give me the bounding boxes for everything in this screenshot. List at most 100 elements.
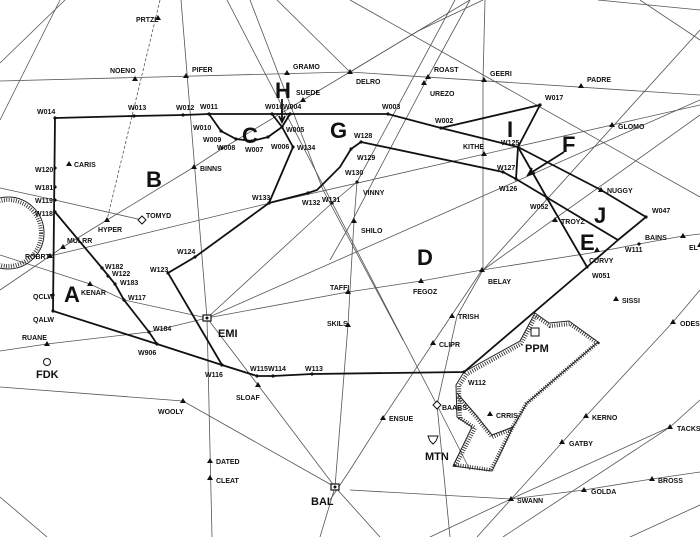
waypoint-dot-icon <box>306 191 310 195</box>
waypoint-dot-icon <box>155 342 159 346</box>
fix-label-baabs: BAABS <box>442 405 467 412</box>
fix-triangle-icon <box>581 487 587 492</box>
airway-line <box>329 269 483 501</box>
fix-triangle-icon <box>481 77 487 82</box>
waypoint-dot-icon <box>53 116 57 120</box>
airway-line <box>349 0 700 198</box>
fix-label-gramo: GRAMO <box>293 64 320 71</box>
waypoint-label-w114: W114 <box>268 366 286 373</box>
fix-triangle-icon <box>559 439 565 444</box>
waypoint-dot-icon <box>267 201 271 205</box>
waypoint-dot-icon <box>271 374 275 378</box>
waypoint-label-w129: W129 <box>357 155 375 162</box>
waypoint-dot-icon <box>462 370 466 374</box>
fix-label-delro: DELRO <box>356 79 381 86</box>
waypoint-dot-icon <box>266 135 270 139</box>
waypoint-diamond-icon <box>432 400 442 410</box>
waypoint-dot-icon <box>644 215 648 219</box>
fix-triangle-icon <box>104 217 110 222</box>
waypoint-dot-icon <box>113 282 117 286</box>
waypoint-label-w123: W123 <box>150 267 168 274</box>
waypoint-dot-icon <box>280 125 284 129</box>
navaid-label-mtn: MTN <box>425 451 449 463</box>
waypoint-dot-icon <box>219 129 223 133</box>
airway-line <box>329 76 429 261</box>
waypoint-label-w131: W131 <box>322 197 340 204</box>
waypoint-label-w124: W124 <box>177 249 195 256</box>
fix-triangle-icon <box>613 296 619 301</box>
waypoint-dot-icon <box>255 374 259 378</box>
waypoint-label-w017: W017 <box>545 95 563 102</box>
waypoint-dot-icon <box>53 198 57 202</box>
sector-label-e: E <box>580 230 595 255</box>
airway-line <box>206 233 700 319</box>
fix-triangle-icon <box>594 247 600 252</box>
fix-triangle-icon <box>487 411 493 416</box>
airway-line <box>349 471 700 500</box>
waypoint-dot-icon <box>545 196 549 200</box>
fix-label-skils: SKILS <box>327 321 348 328</box>
navaid-label-bal: BAL <box>311 496 334 508</box>
fix-label-tomyd: TOMYD <box>146 213 171 220</box>
dashed-airway <box>106 0 161 221</box>
airway-line <box>427 0 471 78</box>
waypoint-label-w115: W115 <box>250 366 268 373</box>
vortac-center-icon <box>205 316 209 320</box>
waypoint-label-w006: W006 <box>271 144 289 151</box>
waypoint-label-w133: W133 <box>252 195 270 202</box>
sector-label-f: F <box>562 132 575 157</box>
waypoint-label-w008: W008 <box>217 145 235 152</box>
fix-label-belay: BELAY <box>488 279 511 286</box>
vortac-center-icon <box>333 485 337 489</box>
fix-triangle-icon <box>345 289 351 294</box>
waypoint-label-w183: W183 <box>120 280 138 287</box>
waypoint-label-w126: W126 <box>499 186 517 193</box>
fix-triangle-icon <box>180 398 186 403</box>
fix-triangle-icon <box>300 97 306 102</box>
airway-line <box>0 317 208 352</box>
airway-line <box>206 99 700 319</box>
waypoint-label-w007: W007 <box>245 147 263 154</box>
airway-line <box>0 0 66 64</box>
airway-line <box>249 0 404 341</box>
waypoint-label-w009: W009 <box>203 137 221 144</box>
fix-label-cleat: CLEAT <box>216 478 240 485</box>
map-labels: PRTZLPIFERNOENOGRAMODELROROASTUREZOGEERI… <box>22 17 700 508</box>
waypoint-dot-icon <box>234 137 238 141</box>
waypoint-dot-icon <box>51 293 55 297</box>
fix-triangle-icon <box>207 458 213 463</box>
waypoint-dot-icon <box>501 170 505 174</box>
waypoint-label-qclw: QCLW <box>33 294 54 301</box>
airport-circle-icon <box>43 358 51 366</box>
fix-triangle-icon <box>670 319 676 324</box>
waypoint-dot-icon <box>359 140 363 144</box>
fix-triangle-icon <box>345 322 351 327</box>
waypoint-label-w010: W010 <box>193 125 211 132</box>
fix-label-bains: BAINS <box>645 235 667 242</box>
sector-label-i: I <box>507 117 513 142</box>
fix-label-swann: SWANN <box>517 498 543 505</box>
fix-label-robrt: ROBRT <box>25 254 51 261</box>
waypoint-dot-icon <box>288 112 292 116</box>
fix-triangle-icon <box>347 69 353 74</box>
airway-line <box>276 0 351 73</box>
waypoint-label-w012: W012 <box>176 105 194 112</box>
fix-triangle-icon <box>481 151 487 156</box>
fix-label-ensue: ENSUE <box>389 416 413 423</box>
fix-label-nuggy: NUGGY <box>607 188 633 195</box>
waypoint-dot-icon <box>207 112 211 116</box>
waypoint-dot-icon <box>386 112 390 116</box>
waypoint-label-w005: W005 <box>286 127 304 134</box>
waypoint-dot-icon <box>100 266 104 270</box>
waypoint-label-w013: W013 <box>128 105 146 112</box>
fix-triangle-icon <box>598 187 604 192</box>
waypoint-label-w119: W119 <box>35 198 53 205</box>
sector-boundary <box>268 141 362 204</box>
mtn-navaid-icon <box>427 435 439 445</box>
sector-boundary <box>515 146 519 180</box>
waypoint-dot-icon <box>330 201 334 205</box>
waypoint-dot-icon <box>122 298 126 302</box>
fix-markers <box>43 15 700 501</box>
sector-boundary <box>54 211 158 345</box>
sector-label-b: B <box>146 167 162 192</box>
